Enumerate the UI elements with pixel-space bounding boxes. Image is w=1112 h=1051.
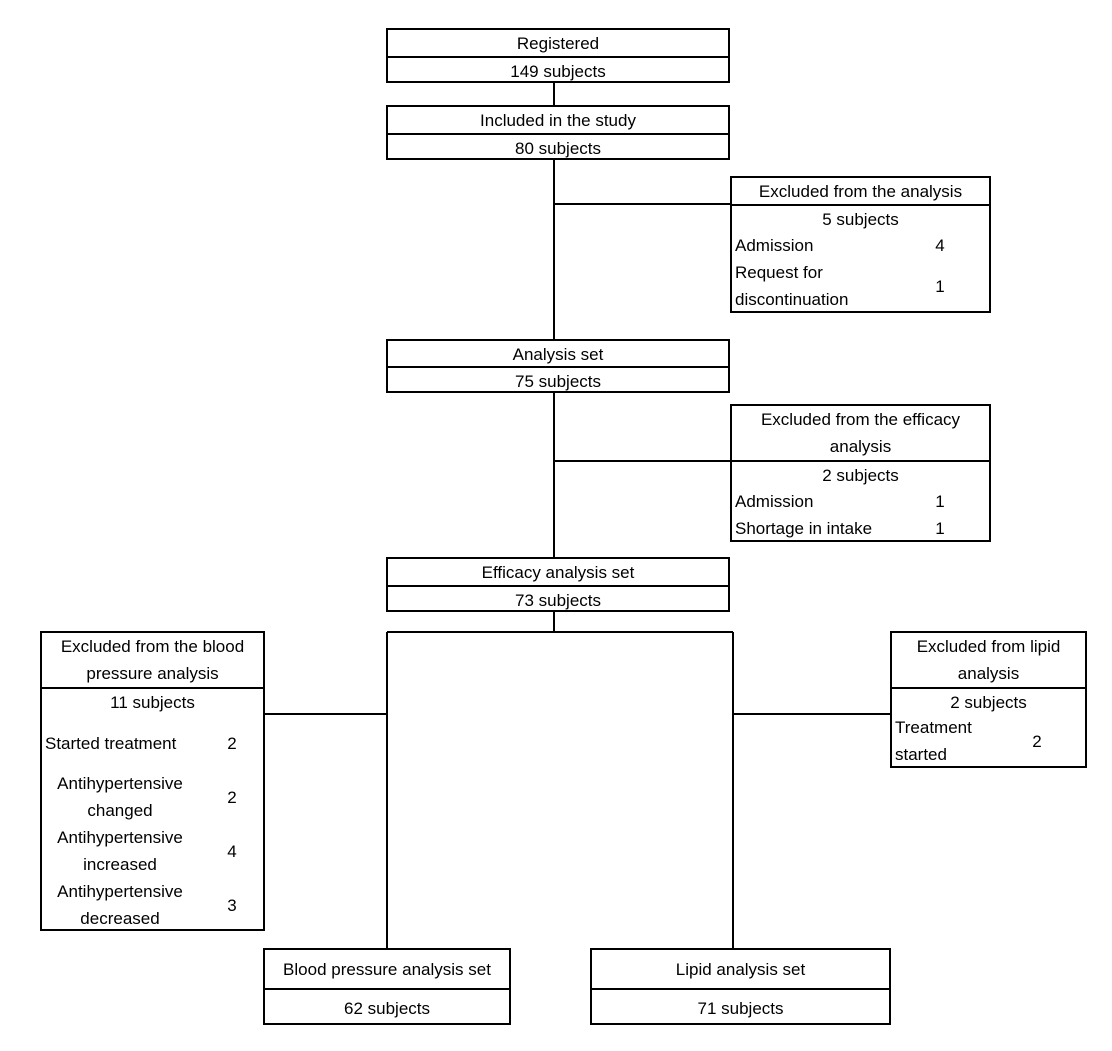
excluded-analysis-box: Excluded from the analysis 5 subjects Ad…	[730, 176, 991, 313]
bp-set-title: Blood pressure analysis set	[283, 960, 491, 979]
excluded-bp-title: Excluded from the blood	[60, 637, 245, 656]
excluded-lipid-reason-value: 2	[1032, 732, 1042, 751]
excluded-bp-reason-label: Started treatment	[45, 734, 177, 753]
bp-set-box: Blood pressure analysis set 62 subjects	[263, 948, 511, 1025]
excluded-analysis-reason-label: Admission	[735, 236, 814, 255]
excluded-bp-reason-label: increased	[83, 855, 157, 874]
analysis-set-count: 75 subjects	[388, 366, 728, 395]
excluded-bp-reason-label: changed	[87, 801, 153, 820]
registered-title: Registered	[516, 34, 600, 53]
excluded-lipid-box: Excluded from lipid analysis 2 subjects …	[890, 631, 1087, 768]
excluded-bp-reason-value: 2	[227, 788, 237, 807]
excluded-lipid-reason-label: Treatment	[895, 718, 972, 737]
excluded-analysis-reason-value: 4	[935, 236, 945, 255]
analysis-set-box: Analysis set 75 subjects	[386, 339, 730, 393]
excluded-bp-reason-value: 3	[227, 896, 237, 915]
excluded-lipid-title: analysis	[957, 664, 1020, 683]
excluded-efficacy-box: Excluded from the efficacy analysis 2 su…	[730, 404, 991, 542]
excluded-bp-reason-label: Antihypertensive	[57, 882, 183, 901]
lipid-set-box: Lipid analysis set 71 subjects	[590, 948, 891, 1025]
registered-count: 149 subjects	[388, 56, 728, 85]
excluded-bp-reason-value: 4	[227, 842, 237, 861]
excluded-efficacy-title: analysis	[829, 437, 892, 456]
excluded-bp-reason-label: Antihypertensive	[57, 774, 183, 793]
excluded-efficacy-reason-label: Admission	[735, 492, 814, 511]
excluded-analysis-reason-label: discontinuation	[735, 290, 849, 309]
excluded-analysis-reason-label: Request for	[735, 263, 823, 282]
excluded-efficacy-reason-value: 1	[935, 519, 945, 538]
efficacy-set-count: 73 subjects	[388, 585, 728, 614]
excluded-lipid-reason-label: started	[895, 745, 947, 764]
excluded-lipid-title: Excluded from lipid	[916, 637, 1061, 656]
efficacy-set-box: Efficacy analysis set 73 subjects	[386, 557, 730, 612]
excluded-efficacy-reason-label: Shortage in intake	[735, 519, 873, 538]
registered-box: Registered 149 subjects	[386, 28, 730, 83]
excluded-bp-title: pressure analysis	[86, 664, 219, 683]
lipid-set-count: 71 subjects	[592, 988, 889, 1026]
excluded-efficacy-count: 2 subjects	[732, 460, 989, 489]
excluded-analysis-title: Excluded from the analysis	[758, 182, 963, 201]
bp-set-count: 62 subjects	[265, 988, 509, 1026]
excluded-efficacy-title: Excluded from the efficacy	[760, 410, 961, 429]
lipid-set-title: Lipid analysis set	[675, 960, 806, 979]
excluded-lipid-count: 2 subjects	[892, 687, 1085, 716]
excluded-bp-reason-label: decreased	[80, 909, 160, 928]
excluded-bp-reason-label: Antihypertensive	[57, 828, 183, 847]
included-box: Included in the study 80 subjects	[386, 105, 730, 160]
included-title: Included in the study	[480, 111, 636, 130]
efficacy-set-title: Efficacy analysis set	[481, 563, 635, 582]
excluded-efficacy-reason-value: 1	[935, 492, 945, 511]
excluded-analysis-count: 5 subjects	[732, 204, 989, 233]
analysis-set-title: Analysis set	[512, 344, 604, 364]
excluded-analysis-reason-value: 1	[935, 277, 945, 296]
excluded-bp-box: Excluded from the blood pressure analysi…	[40, 631, 265, 931]
included-count: 80 subjects	[388, 133, 728, 162]
excluded-bp-reason-value: 2	[227, 734, 237, 753]
excluded-bp-count: 11 subjects	[42, 687, 263, 716]
